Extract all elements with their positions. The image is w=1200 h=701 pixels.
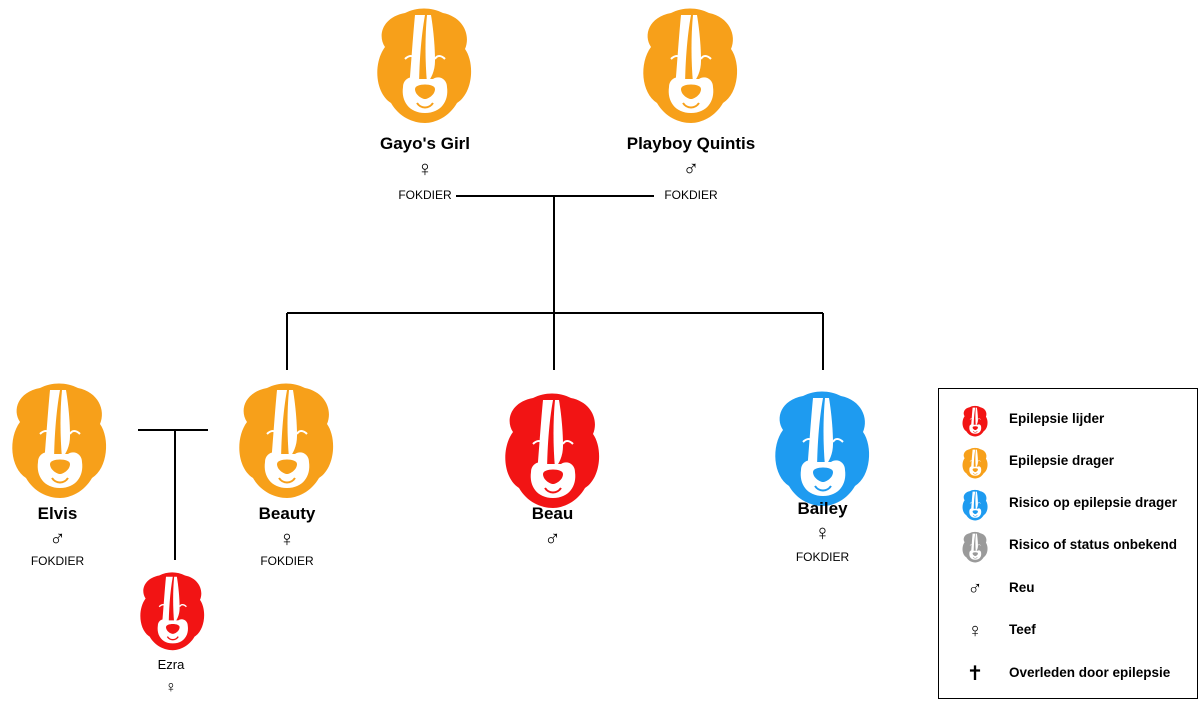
male-symbol-icon: ♂ xyxy=(682,156,700,181)
legend-item-drager: Epilepsie drager xyxy=(939,447,1197,479)
legend-label: Epilepsie lijder xyxy=(1009,411,1105,426)
dog-orange-icon xyxy=(953,447,997,479)
cross-icon: ✝ xyxy=(966,663,984,685)
dog-node-beau: Beau ♂ xyxy=(490,390,615,560)
breeder-tag: FOKDIER xyxy=(398,188,452,202)
legend-item-teef: ♀ Teef xyxy=(939,616,1197,646)
dog-head-icon xyxy=(643,8,738,123)
dog-name: Beauty xyxy=(258,504,316,523)
dog-grey-icon xyxy=(953,531,997,563)
dog-node-bailey: Bailey ♀ FOKDIER xyxy=(760,388,885,573)
legend-item-onbekend: Risico of status onbekend xyxy=(939,531,1197,563)
legend-item-lijder: Epilepsie lijder xyxy=(939,405,1197,437)
female-symbol-icon: ♀ xyxy=(814,520,831,545)
legend-item-reu: ♂ Reu xyxy=(939,574,1197,604)
male-symbol-icon: ♂ xyxy=(49,526,66,551)
legend-label: Risico of status onbekend xyxy=(1009,537,1178,552)
dog-name: Bailey xyxy=(797,499,848,518)
legend-item-overleden: ✝ Overleden door epilepsie xyxy=(939,659,1197,689)
dog-head-icon xyxy=(239,383,334,498)
male-symbol-icon: ♂ xyxy=(544,526,561,551)
female-symbol-icon: ♀ xyxy=(416,156,434,181)
dog-head-icon xyxy=(140,572,205,651)
female-symbol-icon: ♀ xyxy=(967,620,983,642)
dog-node-beauty: Beauty ♀ FOKDIER xyxy=(225,380,349,580)
dog-head-icon xyxy=(12,383,107,498)
dog-name: Ezra xyxy=(157,657,185,672)
dog-head-icon xyxy=(505,393,600,508)
dog-node-gayos-girl: Gayo's Girl ♀ FOKDIER xyxy=(355,5,495,205)
legend-label: Overleden door epilepsie xyxy=(1009,665,1171,680)
dog-name: Gayo's Girl xyxy=(379,134,471,153)
legend-label: Teef xyxy=(1009,622,1036,637)
breeder-tag: FOKDIER xyxy=(30,554,85,568)
dog-name: Elvis xyxy=(37,504,78,523)
dog-head-icon xyxy=(377,8,472,123)
female-symbol-icon: ♀ xyxy=(278,526,296,551)
dog-red-icon xyxy=(953,405,997,437)
dog-name: Playboy Quintis xyxy=(626,134,756,153)
legend-label: Epilepsie drager xyxy=(1009,453,1115,468)
breeder-tag: FOKDIER xyxy=(795,550,850,564)
legend: Epilepsie lijder Epilepsie drager Risico… xyxy=(938,388,1198,699)
male-symbol-icon: ♂ xyxy=(967,578,983,600)
dog-node-ezra: Ezra ♀ xyxy=(128,570,214,700)
breeder-tag: FOKDIER xyxy=(664,188,718,202)
dog-head-icon xyxy=(775,391,870,506)
female-symbol-icon: ♀ xyxy=(165,679,177,696)
dog-node-playboy-quintis: Playboy Quintis ♂ FOKDIER xyxy=(606,5,776,205)
breeder-tag: FOKDIER xyxy=(260,554,314,568)
legend-label: Risico op epilepsie drager xyxy=(1009,495,1178,510)
dog-name: Beau xyxy=(531,504,574,523)
dog-node-elvis: Elvis ♂ FOKDIER xyxy=(0,380,120,580)
dog-blue-icon xyxy=(953,489,997,521)
legend-item-risico-drager: Risico op epilepsie drager xyxy=(939,489,1197,521)
legend-label: Reu xyxy=(1009,580,1035,595)
